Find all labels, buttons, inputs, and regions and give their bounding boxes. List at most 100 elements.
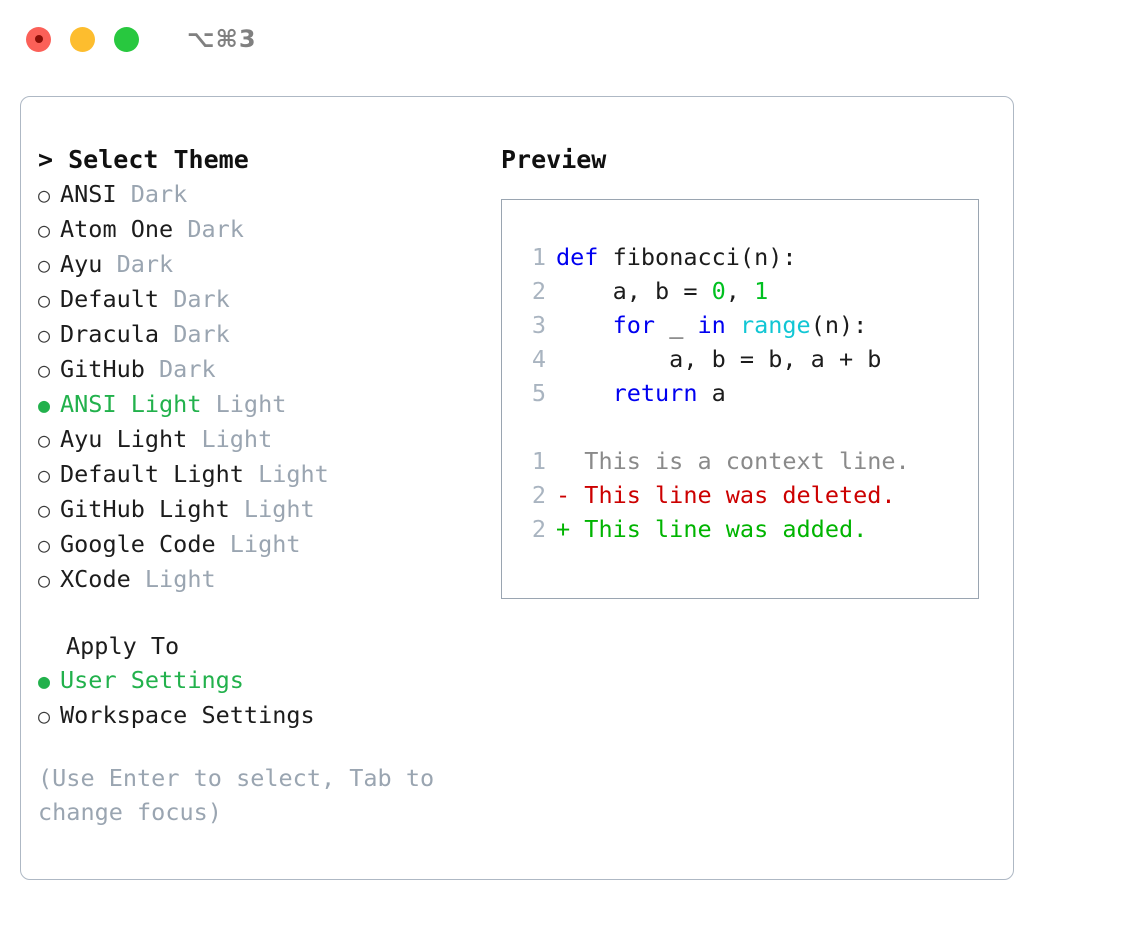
theme-option-github-light[interactable]: ○ GitHub Light Light bbox=[38, 492, 488, 527]
diff-text: - This line was deleted. bbox=[556, 481, 896, 509]
apply-to-option-workspace-settings[interactable]: ○ Workspace Settings bbox=[38, 698, 488, 733]
code-token: def bbox=[556, 243, 599, 271]
code-line: 3 for _ in range(n): bbox=[520, 308, 978, 342]
apply-to-heading: Apply To bbox=[66, 632, 180, 660]
line-number: 1 bbox=[531, 447, 546, 475]
line-number: 2 bbox=[531, 481, 546, 509]
code-text: a, b = b, a + b bbox=[556, 342, 881, 376]
code-text: a, b = 0, 1 bbox=[556, 274, 769, 308]
apply-to-option-label: User Settings bbox=[60, 666, 244, 694]
diff-line-del: 2 - This line was deleted. bbox=[520, 478, 978, 512]
radio-unselected-icon: ○ bbox=[38, 253, 51, 277]
theme-option-dracula[interactable]: ○ Dracula Dark bbox=[38, 317, 488, 352]
theme-option-label: Dracula bbox=[60, 320, 160, 348]
theme-option-label: ANSI bbox=[60, 180, 117, 208]
theme-option-label: Default bbox=[60, 285, 160, 313]
theme-option-default-light[interactable]: ○Default Light Light bbox=[38, 457, 488, 492]
radio-unselected-icon: ○ bbox=[38, 533, 51, 557]
theme-option-variant: Light bbox=[187, 425, 273, 453]
theme-option-variant: Dark bbox=[102, 250, 174, 278]
theme-option-label: Atom One bbox=[60, 215, 174, 243]
radio-unselected-icon: ○ bbox=[38, 218, 51, 242]
radio-unselected-icon: ○ bbox=[38, 568, 51, 592]
diff-line-add: 2+ This line was added. bbox=[520, 512, 978, 546]
line-number: 2 bbox=[531, 277, 546, 305]
radio-selected-icon: ● bbox=[38, 669, 51, 693]
line-number: 3 bbox=[531, 311, 546, 339]
code-token: in bbox=[697, 311, 726, 339]
radio-unselected-icon: ○ bbox=[38, 463, 51, 487]
theme-option-ayu-light[interactable]: ○ Ayu Light Light bbox=[38, 422, 488, 457]
theme-option-default[interactable]: ○ Default Dark bbox=[38, 282, 488, 317]
code-line: 4 a, b = b, a + b bbox=[520, 342, 978, 376]
code-token bbox=[726, 311, 740, 339]
theme-option-label: Ayu Light bbox=[60, 425, 188, 453]
code-token bbox=[556, 311, 613, 339]
radio-unselected-icon: ○ bbox=[38, 704, 51, 728]
apply-to-list: ● User Settings ○ Workspace Settings bbox=[38, 663, 488, 733]
line-number: 1 bbox=[531, 243, 546, 271]
radio-unselected-icon: ○ bbox=[38, 323, 51, 347]
preview-heading: Preview bbox=[501, 145, 607, 174]
code-line: 2 a, b = 0, 1 bbox=[520, 274, 978, 308]
theme-option-variant: Dark bbox=[173, 215, 244, 243]
apply-to-option-user-settings[interactable]: ● User Settings bbox=[38, 663, 488, 698]
window-titlebar: ⌥⌘3 bbox=[0, 0, 1140, 78]
theme-option-label: ANSI Light bbox=[60, 390, 202, 418]
minimize-button[interactable] bbox=[70, 26, 95, 52]
theme-option-google-code[interactable]: ○ Google Code Light bbox=[38, 527, 488, 562]
theme-option-xcode[interactable]: ○XCode Light bbox=[38, 562, 488, 597]
theme-option-variant: Light bbox=[215, 530, 301, 558]
diff-line-ctx: 1 This is a context line. bbox=[520, 444, 978, 478]
code-token: for bbox=[612, 311, 656, 339]
prompt-caret-icon: > bbox=[38, 145, 54, 174]
code-token: (n): bbox=[810, 311, 868, 339]
theme-option-label: GitHub bbox=[60, 355, 145, 383]
select-theme-heading: > Select Theme bbox=[38, 143, 488, 177]
code-line: 1 def fibonacci(n): bbox=[520, 240, 978, 274]
code-token: _ bbox=[655, 311, 698, 339]
maximize-button[interactable] bbox=[114, 26, 139, 52]
code-token: , bbox=[725, 277, 755, 305]
theme-option-variant: Light bbox=[130, 565, 216, 593]
theme-option-variant: Dark bbox=[159, 285, 230, 313]
diff-text: This is a context line. bbox=[556, 447, 910, 475]
theme-option-ansi-light[interactable]: ● ANSI Light Light bbox=[38, 387, 488, 422]
code-token: return bbox=[612, 379, 698, 407]
code-token bbox=[556, 379, 613, 407]
diff-sample: 1 This is a context line. 2 - This line wa… bbox=[520, 444, 978, 546]
code-token: 1 bbox=[754, 277, 769, 305]
theme-option-variant: Dark bbox=[159, 320, 230, 348]
code-line: 5 return a bbox=[520, 376, 978, 410]
theme-option-ayu[interactable]: ○ Ayu Dark bbox=[38, 247, 488, 282]
code-token: fibonacci(n): bbox=[598, 243, 797, 271]
radio-unselected-icon: ○ bbox=[38, 498, 51, 522]
theme-option-variant: Dark bbox=[116, 180, 188, 208]
window-controls bbox=[26, 26, 139, 52]
theme-option-atom-one[interactable]: ○ Atom One Dark bbox=[38, 212, 488, 247]
keyboard-hint-text: (Use Enter to select, Tab to change focu… bbox=[38, 764, 435, 826]
diff-text: + This line was added. bbox=[556, 515, 868, 543]
theme-option-label: GitHub Light bbox=[60, 495, 230, 523]
close-button[interactable] bbox=[26, 26, 51, 52]
apply-to-option-label: Workspace Settings bbox=[60, 701, 315, 729]
code-text: return a bbox=[556, 376, 726, 410]
line-number: 4 bbox=[531, 345, 546, 373]
theme-option-label: Google Code bbox=[60, 530, 216, 558]
theme-option-variant: Light bbox=[243, 460, 329, 488]
theme-option-variant: Light bbox=[229, 495, 315, 523]
radio-unselected-icon: ○ bbox=[38, 428, 51, 452]
theme-option-github[interactable]: ○GitHub Dark bbox=[38, 352, 488, 387]
theme-option-variant: Light bbox=[201, 390, 287, 418]
radio-selected-icon: ● bbox=[38, 393, 51, 417]
theme-option-label: Ayu bbox=[60, 250, 103, 278]
keyboard-shortcut-label: ⌥⌘3 bbox=[187, 25, 257, 53]
radio-unselected-icon: ○ bbox=[38, 358, 51, 382]
theme-option-ansi[interactable]: ○ANSI Dark bbox=[38, 177, 488, 212]
code-token: a, b = b, a + b bbox=[556, 345, 882, 373]
radio-unselected-icon: ○ bbox=[38, 288, 51, 312]
code-token: a, b = bbox=[556, 277, 712, 305]
